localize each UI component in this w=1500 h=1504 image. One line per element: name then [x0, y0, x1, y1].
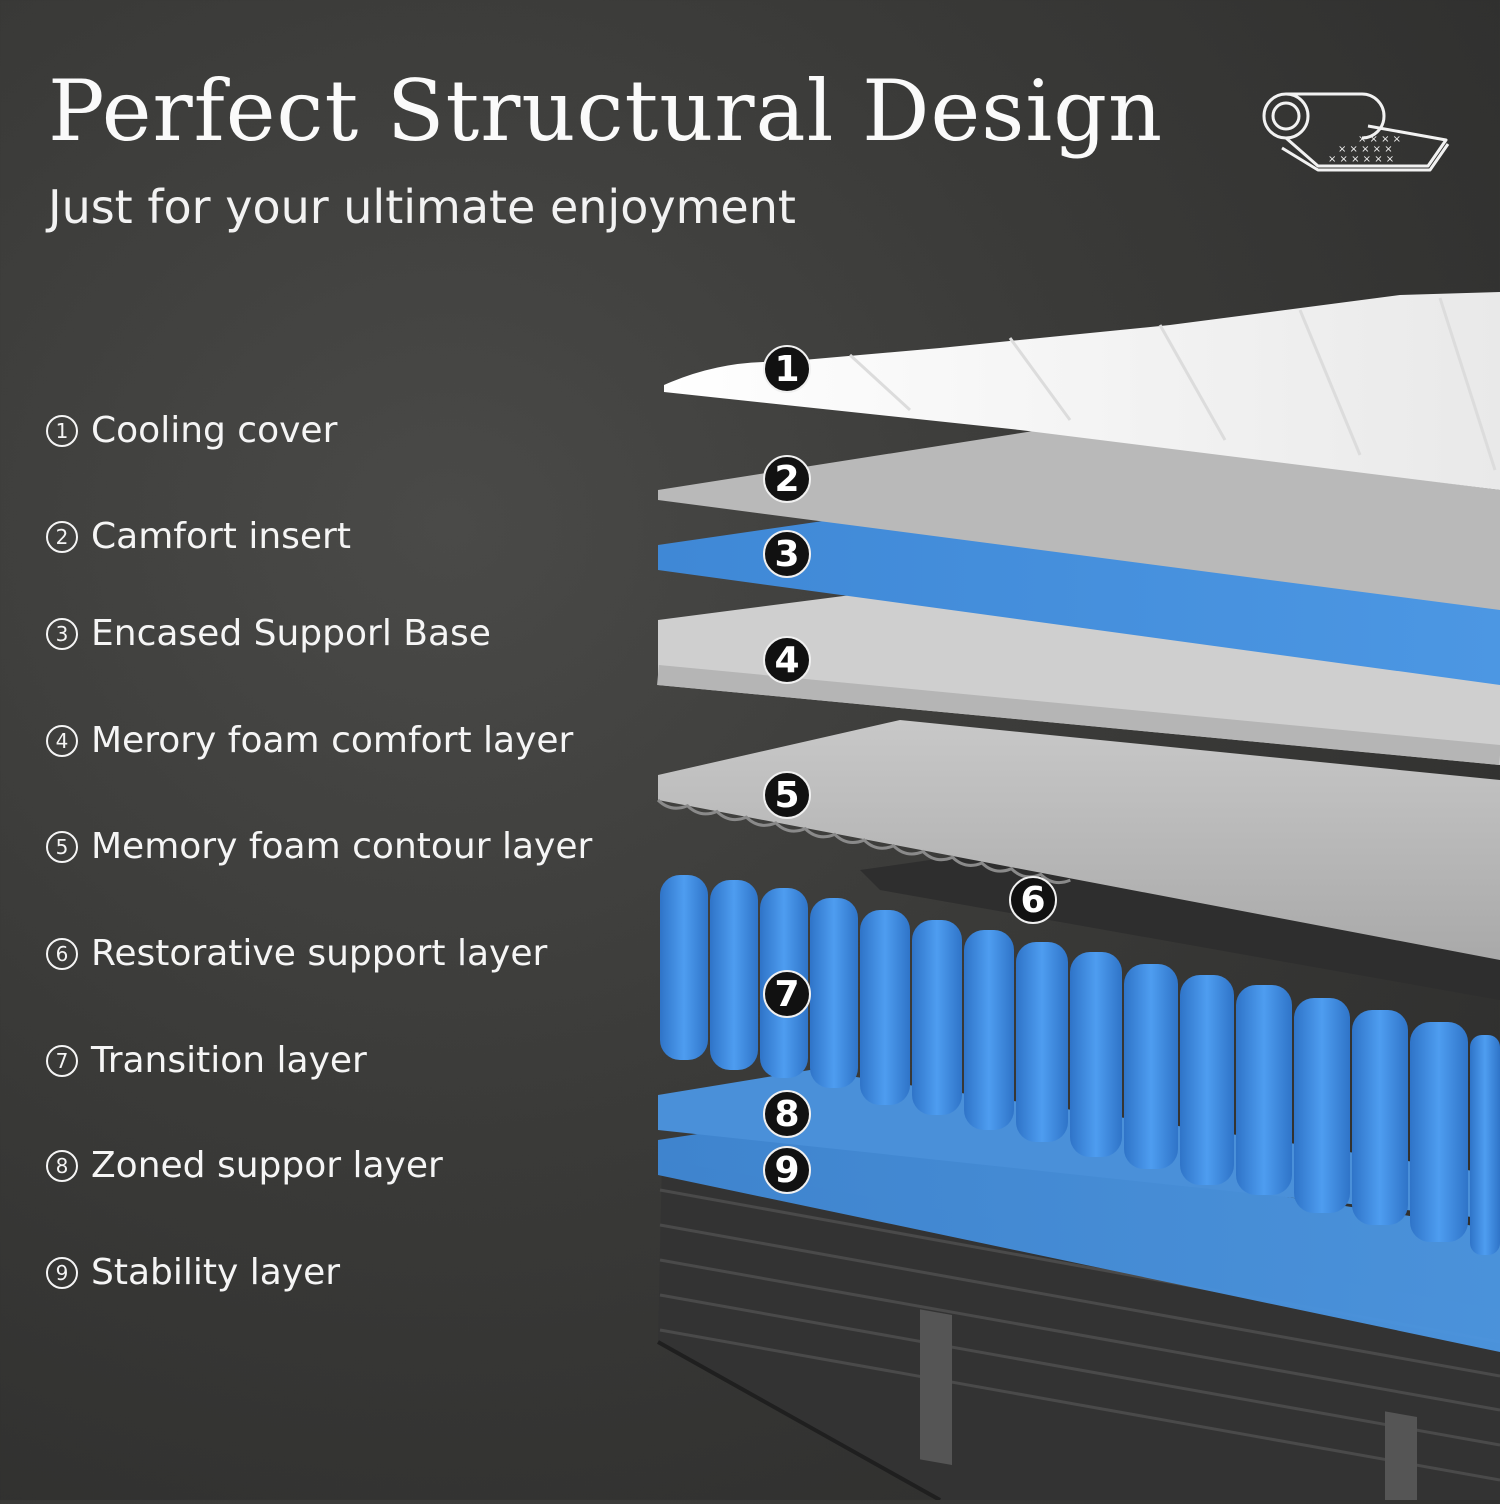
- svg-text:× × × × × ×: × × × × × ×: [1328, 154, 1394, 165]
- layer-number: 6: [46, 937, 78, 970]
- layer-number: 4: [46, 724, 78, 757]
- layer-number: 5: [46, 830, 78, 863]
- layer-label: Stability layer: [91, 1252, 341, 1293]
- layer-marker-3: 3: [763, 530, 811, 578]
- contour-foam-waves: [656, 798, 1071, 885]
- list-item-memory-foam-comfort: 4 Merory foam comfort layer: [46, 720, 573, 761]
- list-item-stability: 9 Stability layer: [46, 1252, 340, 1293]
- contour-foam-slab: [658, 720, 1500, 960]
- layer-marker-5: 5: [763, 771, 811, 819]
- cooling-cover-slab: [664, 292, 1500, 490]
- stability-layer-slab: [658, 1120, 1500, 1352]
- list-item-cooling-cover: 1 Cooling cover: [46, 410, 337, 451]
- layer-label: Merory foam comfort layer: [91, 720, 574, 761]
- layer-marker-4: 4: [763, 636, 811, 684]
- svg-text:× × × ×: × × × ×: [1358, 134, 1401, 145]
- layer-number: 8: [46, 1149, 78, 1182]
- layer-number: 1: [46, 414, 78, 447]
- layer-number: 3: [46, 617, 78, 650]
- list-item-comfort-insert: 2 Camfort insert: [46, 516, 351, 557]
- stability-base: [657, 1160, 1500, 1504]
- layer-list: 1 Cooling cover 2 Camfort insert 3 Encas…: [46, 0, 646, 1500]
- memory-foam-comfort-slab: [658, 590, 1500, 765]
- layer-number: 9: [46, 1256, 78, 1289]
- layer-marker-9: 9: [763, 1146, 811, 1194]
- page-subtitle: Just for your ultimate enjoyment: [48, 180, 796, 234]
- layer-label: Cooling cover: [91, 410, 338, 451]
- list-item-memory-foam-contour: 5 Memory foam contour layer: [46, 826, 592, 867]
- layer-marker-2: 2: [763, 455, 811, 503]
- svg-text:× × × × ×: × × × × ×: [1338, 144, 1393, 155]
- cover-quilt-lines: [848, 297, 1497, 471]
- layer-marker-1: 1: [763, 345, 811, 393]
- list-item-transition: 7 Transition layer: [46, 1040, 367, 1081]
- page-title: Perfect Structural Design: [48, 62, 1164, 160]
- layer-marker-6: 6: [1009, 876, 1057, 924]
- list-item-support-base: 3 Encased Supporl Base: [46, 613, 491, 654]
- layer-number: 2: [46, 520, 78, 553]
- mattress-exploded-view: 1 2 3 4 5 6 7 8 9: [640, 270, 1500, 1504]
- mattress-illustration: [656, 292, 1500, 1504]
- comfort-insert-slab: [658, 430, 1500, 610]
- layer-marker-7: 7: [763, 970, 811, 1018]
- layer-label: Memory foam contour layer: [91, 826, 593, 867]
- layer-label: Restorative support layer: [91, 933, 548, 974]
- rolled-mattress-icon: × × × × × × × × × × × × × × ×: [1262, 92, 1450, 172]
- layer-marker-8: 8: [763, 1090, 811, 1138]
- list-item-zoned-support: 8 Zoned suppor layer: [46, 1145, 443, 1186]
- layer-label: Zoned suppor layer: [91, 1145, 443, 1186]
- list-item-restorative-support: 6 Restorative support layer: [46, 933, 547, 974]
- layer-number: 7: [46, 1044, 78, 1077]
- layer-label: Camfort insert: [91, 516, 351, 557]
- layer-label: Encased Supporl Base: [91, 613, 491, 654]
- layer-label: Transition layer: [91, 1040, 367, 1081]
